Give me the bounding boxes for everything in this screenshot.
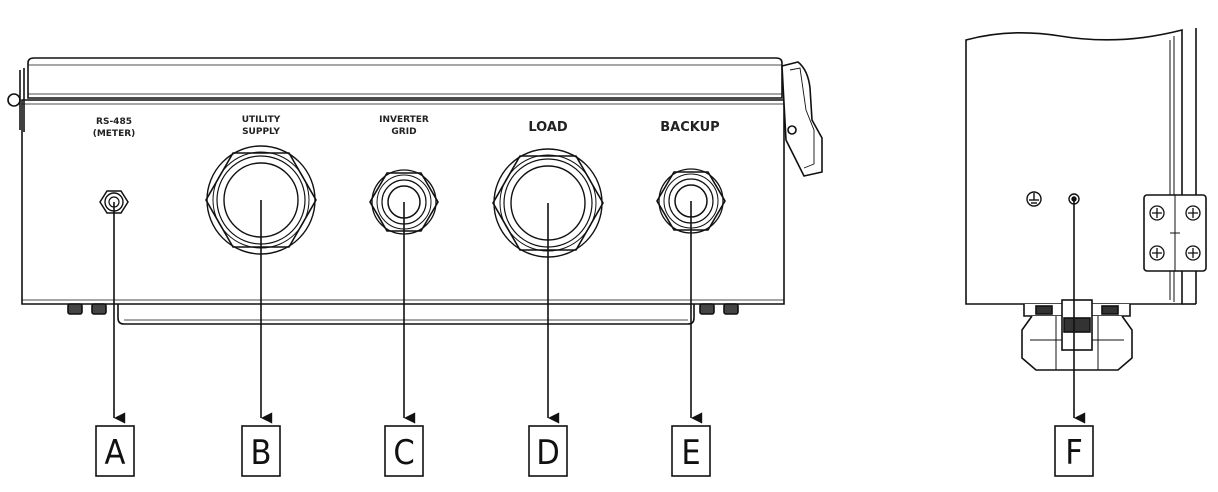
callout-d-letter: D [536,433,560,473]
callout-d: D [528,425,568,477]
callout-e-letter: E [681,433,700,473]
side-view-enclosure [965,28,1207,371]
hinge-screws [1149,205,1201,261]
callout-f: F [1054,425,1094,477]
callout-a: A [95,425,135,477]
label-utility-line1: UTILITY [242,115,281,125]
label-utility-line2: SUPPLY [242,127,280,137]
callout-b-letter: B [251,433,272,473]
ground-icon [1026,191,1042,207]
callout-e: E [671,425,711,477]
callout-f-letter: F [1065,433,1083,473]
label-backup: BACKUP [660,120,719,135]
callout-b: B [241,425,281,477]
label-rs485-line2: (METER) [93,129,136,139]
callout-c: C [384,425,424,477]
callout-a-letter: A [105,433,126,473]
label-rs485-line1: RS-485 [96,117,132,127]
callout-c-letter: C [393,433,414,473]
label-inverter-line1: INVERTER [379,115,429,125]
callout-arrows [113,199,1086,424]
label-inverter-line2: GRID [391,127,416,137]
label-load: LOAD [528,120,568,135]
